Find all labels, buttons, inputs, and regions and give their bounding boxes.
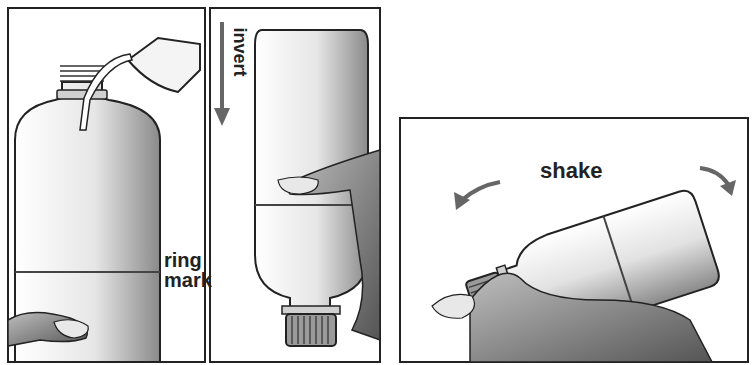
bottle-collar xyxy=(57,90,107,99)
thumbnail xyxy=(54,320,88,338)
measuring-cup xyxy=(128,38,200,92)
bottle-cap xyxy=(286,314,336,346)
shake-arrow xyxy=(700,168,728,184)
panel-frame xyxy=(400,118,748,362)
invert-label: invert xyxy=(231,27,249,76)
cap-ridges xyxy=(292,316,328,344)
panel-frame xyxy=(8,8,205,362)
hand xyxy=(470,273,712,362)
arrowhead xyxy=(454,192,470,210)
bottle-collar xyxy=(282,306,340,314)
ring-mark-line xyxy=(255,204,368,206)
arrowhead xyxy=(720,180,736,196)
panel-frame xyxy=(210,8,380,362)
invert-arrow xyxy=(220,22,224,112)
shake-arrow xyxy=(462,182,500,200)
shake-label: shake xyxy=(540,160,602,182)
ring-mark-line xyxy=(604,216,635,311)
ring-mark-line xyxy=(15,271,160,273)
pour-stream xyxy=(80,54,132,130)
arrowhead xyxy=(214,108,230,126)
hand xyxy=(8,312,87,346)
thumbnail xyxy=(432,294,474,318)
ring-mark-label: ring mark xyxy=(164,250,204,290)
thumbnail xyxy=(278,177,318,194)
